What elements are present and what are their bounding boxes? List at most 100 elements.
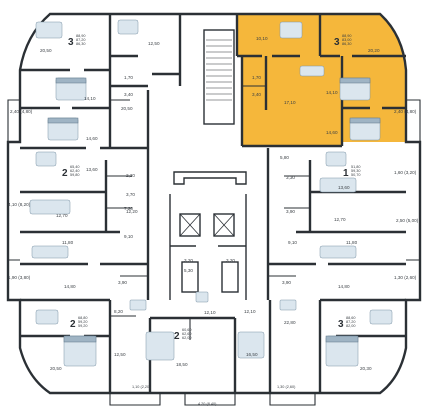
room-area: 1,30 (2,60)	[394, 275, 417, 280]
room-area: 4,20 (8,40)	[198, 402, 217, 406]
apt-area-reduced: 87,20	[76, 38, 86, 42]
apt-rooms: 2	[62, 168, 68, 179]
room-area: 2,50 (5,00)	[396, 218, 419, 223]
apt-rooms: 2	[174, 331, 180, 342]
apt-area-total: 88,60	[346, 316, 356, 320]
room-area: 16,50	[246, 352, 258, 357]
room-area: 4,10 (8,20)	[8, 202, 31, 207]
apt-info-tr[interactable]: 3 88,90 83,00 86,30	[334, 34, 352, 48]
apt-rooms: 3	[68, 37, 74, 48]
room-area: 20,50	[121, 106, 133, 111]
room-area: 12,70	[56, 213, 68, 218]
apt-rooms: 2	[70, 319, 76, 330]
apt-area-total: 88,90	[342, 34, 352, 38]
apt-rooms: 3	[338, 319, 344, 330]
apt-info-br[interactable]: 3 88,60 87,20 82,00	[338, 316, 356, 330]
room-area: 1,90 (3,80)	[8, 275, 31, 280]
balcony-bottom-right	[269, 393, 316, 406]
apt-info-bl[interactable]: 2 68,80 59,20 59,20	[70, 316, 88, 330]
apt-area-living: 59,80	[70, 173, 80, 177]
room-area: 12,70	[334, 217, 346, 222]
room-area: 2,40 (4,80)	[394, 109, 417, 114]
apt-area-total: 68,80	[78, 316, 88, 320]
apt-area-total: 60,60	[182, 328, 192, 332]
room-area: 12,50	[114, 352, 126, 357]
apt-info-bc[interactable]: 2 60,60 62,60 62,00	[174, 328, 192, 342]
room-area-labels: 20,50 12,50 14,10 20,50 1,70 3,40 14,60 …	[8, 36, 419, 406]
top-row-walls	[20, 14, 406, 150]
room-area: 3,20	[226, 258, 235, 263]
room-area: 9,10	[288, 240, 297, 245]
apt-area-reduced: 59,20	[78, 320, 88, 324]
room-area: 11,80	[346, 240, 358, 245]
room-area: 12,50	[148, 41, 160, 46]
room-area: 17,10	[284, 100, 296, 105]
room-area: 10,10	[256, 36, 268, 41]
apt-area-reduced: 83,00	[342, 38, 352, 42]
apt-area-living: 86,30	[342, 42, 352, 46]
apt-area-reduced: 87,20	[346, 320, 356, 324]
room-area: 12,20	[126, 209, 138, 214]
room-area: 11,80	[62, 240, 74, 245]
room-area: 12,10	[244, 309, 256, 314]
room-area: 20,30	[360, 366, 372, 371]
room-area: 8,20	[114, 309, 123, 314]
room-area: 3,70	[126, 192, 135, 197]
room-area: 3,90	[286, 209, 295, 214]
room-area: 5,30	[184, 268, 193, 273]
room-area: 12,10	[204, 310, 216, 315]
apt-area-total: 51,80	[351, 165, 361, 169]
room-area: 3,90	[118, 280, 127, 285]
room-area: 14,80	[338, 284, 350, 289]
apt-area-reduced: 62,40	[70, 169, 80, 173]
room-area: 14,60	[326, 130, 338, 135]
furniture	[29, 19, 393, 367]
room-area: 1,10 (2,20)	[132, 385, 151, 389]
apt-area-reduced: 59,30	[351, 169, 361, 173]
apt-info-ml[interactable]: 2 65,40 62,40 59,80	[62, 165, 80, 179]
room-area: 7,20	[124, 206, 133, 211]
apt-area-living: 86,30	[76, 42, 86, 46]
room-area: 20,20	[368, 48, 380, 53]
apt-info-mr[interactable]: 1 51,80 59,30 50,70	[343, 165, 361, 179]
room-area: 1,60 (3,20)	[394, 170, 417, 175]
room-area: 2,40 (4,80)	[10, 109, 33, 114]
room-area: 3,40	[124, 92, 133, 97]
building-core	[169, 29, 247, 300]
room-area: 1,70	[252, 75, 261, 80]
apt-area-total: 65,40	[70, 165, 80, 169]
room-area: 20,50	[50, 366, 62, 371]
apt-rooms: 3	[334, 37, 340, 48]
room-area: 14,10	[84, 96, 96, 101]
room-area: 3,20	[184, 258, 193, 263]
balcony-bottom-center	[184, 393, 236, 406]
room-area: 9,10	[124, 234, 133, 239]
room-area: 1,30 (2,60)	[277, 385, 296, 389]
apt-area-reduced: 62,60	[182, 332, 192, 336]
room-area: 3,90	[282, 280, 291, 285]
room-area: 14,10	[326, 90, 338, 95]
room-area: 3,30	[286, 175, 295, 180]
apt-rooms: 1	[343, 168, 349, 179]
balcony-right-top	[406, 99, 421, 142]
middle-row-walls	[20, 148, 406, 300]
apt-area-living: 59,20	[78, 324, 88, 328]
apt-area-living: 62,00	[182, 336, 192, 340]
room-area: 14,80	[64, 284, 76, 289]
room-area: 18,50	[176, 362, 188, 367]
apt-info-tl[interactable]: 3 88,90 87,20 86,30	[68, 34, 86, 48]
room-area: 1,70	[124, 75, 133, 80]
highlighted-apartment[interactable]	[237, 14, 406, 146]
room-area: 20,50	[40, 48, 52, 53]
room-area: 2,20	[126, 173, 135, 178]
balcony-left-top	[7, 99, 20, 142]
room-area: 5,80	[280, 155, 289, 160]
room-area: 22,80	[284, 320, 296, 325]
balcony-right-bottom	[406, 259, 421, 300]
room-area: 3,40	[252, 92, 261, 97]
room-area: 14,60	[86, 136, 98, 141]
balcony-bottom-left	[109, 393, 161, 406]
room-area: 13,60	[86, 167, 98, 172]
apt-area-living: 82,00	[346, 324, 356, 328]
